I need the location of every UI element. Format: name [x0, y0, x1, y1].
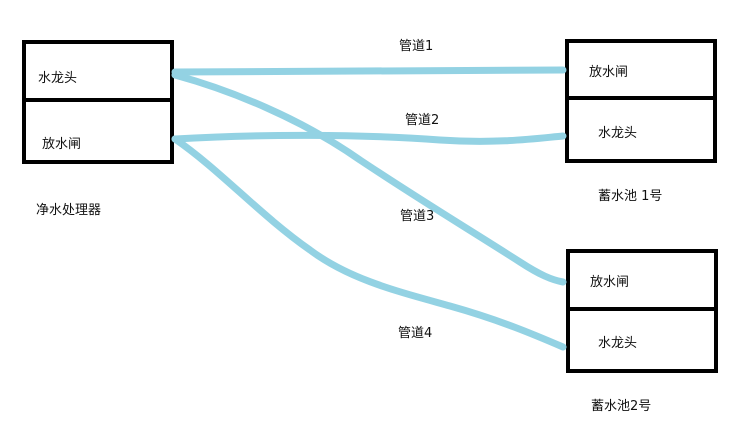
- tank2-tap-label: 水龙头: [598, 336, 637, 351]
- processor-tap-label: 水龙头: [38, 71, 77, 86]
- pipe-4: [171, 135, 567, 351]
- water-processor: 水龙头 放水闸 净水处理器: [22, 40, 174, 218]
- reservoir-2: 放水闸 水龙头 蓄水池2号: [566, 249, 718, 414]
- pipes: [171, 66, 567, 351]
- pipe-2: [171, 131, 567, 145]
- processor-caption: 净水处理器: [36, 203, 101, 218]
- reservoir-1: 放水闸 水龙头 蓄水池 1号: [565, 39, 717, 204]
- pipe-3-label: 管道3: [400, 209, 434, 224]
- tank1-gate-label: 放水闸: [589, 65, 628, 80]
- processor-gate-label: 放水闸: [42, 137, 81, 152]
- tank1-caption: 蓄水池 1号: [598, 189, 662, 204]
- pipe-3: [171, 71, 567, 286]
- tank1-box: [565, 39, 717, 163]
- pipe-1: [171, 66, 567, 76]
- tank2-caption: 蓄水池2号: [591, 399, 651, 414]
- pipe-1-label: 管道1: [399, 39, 433, 54]
- pipe-4-label: 管道4: [398, 326, 432, 341]
- tank1-tap-label: 水龙头: [598, 126, 637, 141]
- pipe-2-label: 管道2: [405, 113, 439, 128]
- tank2-gate-label: 放水闸: [590, 275, 629, 290]
